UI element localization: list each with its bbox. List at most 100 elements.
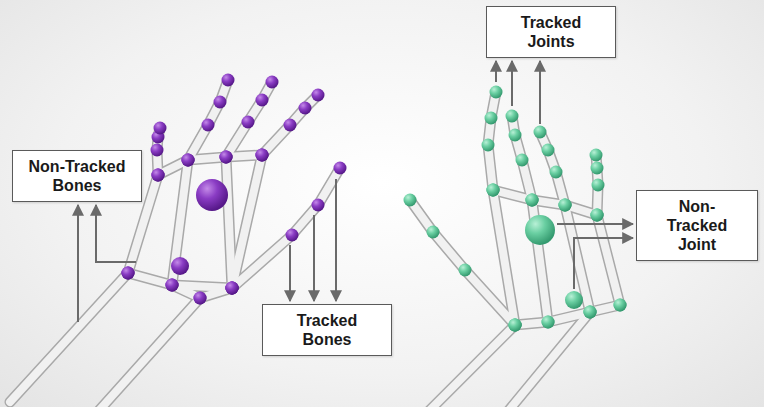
joint [590, 149, 603, 162]
joint [256, 149, 269, 162]
joint [152, 169, 165, 182]
joint [256, 149, 269, 162]
bone-outline [425, 325, 515, 407]
joint [202, 119, 215, 132]
joint [182, 154, 195, 167]
joint [584, 306, 597, 319]
joint [526, 194, 539, 207]
joint [194, 292, 207, 305]
joint [226, 282, 239, 295]
joint [559, 199, 572, 212]
bone [425, 325, 515, 407]
leader-arrow [289, 245, 291, 301]
joint [614, 299, 627, 312]
joint [592, 179, 605, 192]
joint [214, 96, 227, 109]
joint [166, 279, 179, 292]
joint [591, 209, 604, 222]
joint [614, 299, 627, 312]
joint [542, 316, 555, 329]
joint [584, 306, 597, 319]
joint [312, 89, 325, 102]
joint [487, 184, 500, 197]
joint [516, 154, 529, 167]
joint [427, 226, 440, 239]
callout-box: Non-Tracked Joint [636, 190, 758, 261]
joint [509, 319, 522, 332]
joint [487, 184, 500, 197]
joint [584, 306, 597, 319]
bone [488, 145, 493, 190]
joint [482, 139, 495, 152]
joint [166, 279, 179, 292]
joint [559, 199, 572, 212]
joint [526, 194, 539, 207]
joint [226, 282, 239, 295]
joint [542, 144, 555, 157]
callout-label: Non-Tracked Bones [25, 157, 129, 195]
bone [565, 205, 590, 312]
joint [222, 74, 235, 87]
joint [122, 267, 135, 280]
non-tracked-joint-sphere [565, 291, 583, 309]
joint [256, 149, 269, 162]
non-tracked-joint-sphere [196, 179, 228, 211]
joint [226, 282, 239, 295]
joint [182, 154, 195, 167]
bone-outline [95, 298, 200, 407]
leader-arrow [335, 179, 337, 301]
bone [10, 273, 128, 402]
leader-arrow [557, 223, 633, 225]
joint [404, 194, 417, 207]
joint [542, 316, 555, 329]
bone [597, 215, 620, 305]
bone-outline [597, 215, 620, 305]
leader-arrow [313, 215, 315, 301]
joint [312, 199, 325, 212]
joint [220, 151, 233, 164]
leader-arrow [574, 238, 633, 289]
joint [286, 229, 299, 242]
leader-arrow [96, 205, 136, 262]
joint [256, 94, 269, 107]
callout-box: Non-Tracked Bones [12, 150, 142, 202]
joint [242, 116, 255, 129]
joint [591, 209, 604, 222]
joint [334, 162, 347, 175]
purple-hand [10, 74, 347, 407]
joint [226, 282, 239, 295]
joint [550, 166, 563, 179]
callout-box: Tracked Joints [486, 6, 616, 58]
joint [559, 199, 572, 212]
joint [122, 267, 135, 280]
bone [505, 312, 590, 407]
joint [220, 151, 233, 164]
joint [509, 319, 522, 332]
bone-outline [172, 160, 188, 285]
joint [591, 162, 604, 175]
bone-outline [488, 145, 493, 190]
joint [154, 122, 167, 135]
joint [487, 184, 500, 197]
bone-outline [128, 273, 172, 285]
callout-label: Non-Tracked Joint [649, 197, 745, 254]
bone [95, 298, 200, 407]
joint [284, 119, 297, 132]
bone [128, 273, 172, 285]
non-tracked-joint-sphere [525, 215, 555, 245]
joint [485, 112, 498, 125]
joint [266, 76, 279, 89]
bone-outline [10, 273, 128, 402]
joint [459, 264, 472, 277]
joint [122, 267, 135, 280]
bone-outline [565, 205, 590, 312]
bone [465, 270, 515, 325]
joint [220, 151, 233, 164]
leader-arrow [539, 61, 541, 124]
leader-arrow [511, 61, 513, 106]
bone [226, 157, 232, 288]
bone [433, 232, 465, 270]
joint [509, 319, 522, 332]
joint [509, 319, 522, 332]
